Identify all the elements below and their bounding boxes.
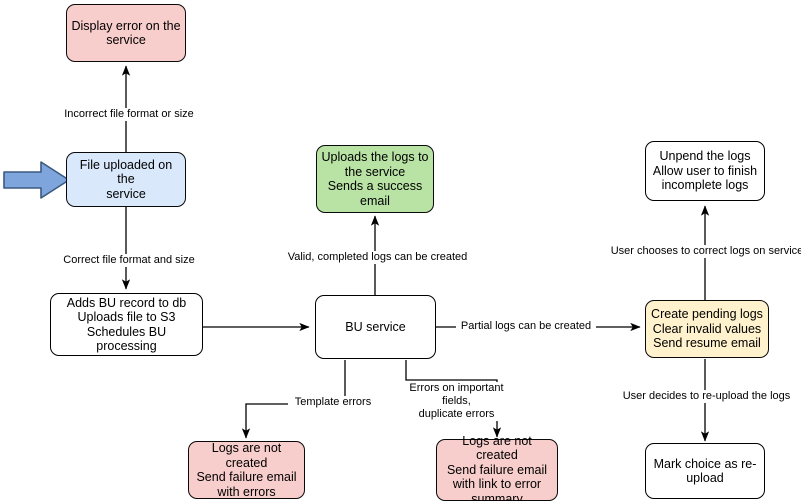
edge-label-correct-format: Correct file format and size bbox=[56, 254, 202, 267]
node-adds-bu-record[interactable]: Adds BU record to db Uploads file to S3 … bbox=[50, 293, 203, 356]
node-logs-not-created-fields[interactable]: Logs are not created Send failure email … bbox=[436, 434, 558, 501]
node-unpend-logs[interactable]: Unpend the logs Allow user to finish inc… bbox=[645, 141, 765, 201]
node-mark-choice-as-reupload[interactable]: Mark choice as re- upload bbox=[645, 443, 765, 499]
edge-label-partial-logs: Partial logs can be created bbox=[456, 320, 596, 333]
node-uploads-logs[interactable]: Uploads the logs to the service Sends a … bbox=[316, 145, 434, 213]
node-display-error[interactable]: Display error on the service bbox=[66, 4, 186, 62]
edge-label-user-chooses-correct-logs: User chooses to correct logs on service bbox=[608, 245, 801, 258]
edge-label-template-errors: Template errors bbox=[288, 396, 378, 409]
node-file-uploaded-on-service[interactable]: File uploaded on the service bbox=[66, 152, 186, 207]
edge-label-important-fields-duplicate: Errors on important fields, duplicate er… bbox=[392, 382, 521, 421]
edge-label-valid-completed-logs: Valid, completed logs can be created bbox=[283, 251, 472, 264]
edge-label-user-decides-reupload: User decides to re-upload the logs bbox=[618, 390, 795, 403]
node-bu-service[interactable]: BU service bbox=[315, 295, 436, 359]
edge-label-incorrect-format: Incorrect file format or size bbox=[55, 108, 203, 121]
incoming-flow-arrow bbox=[3, 161, 70, 199]
node-create-pending-logs[interactable]: Create pending logs Clear invalid values… bbox=[645, 300, 769, 358]
node-logs-not-created-template[interactable]: Logs are not created Send failure email … bbox=[188, 441, 305, 499]
